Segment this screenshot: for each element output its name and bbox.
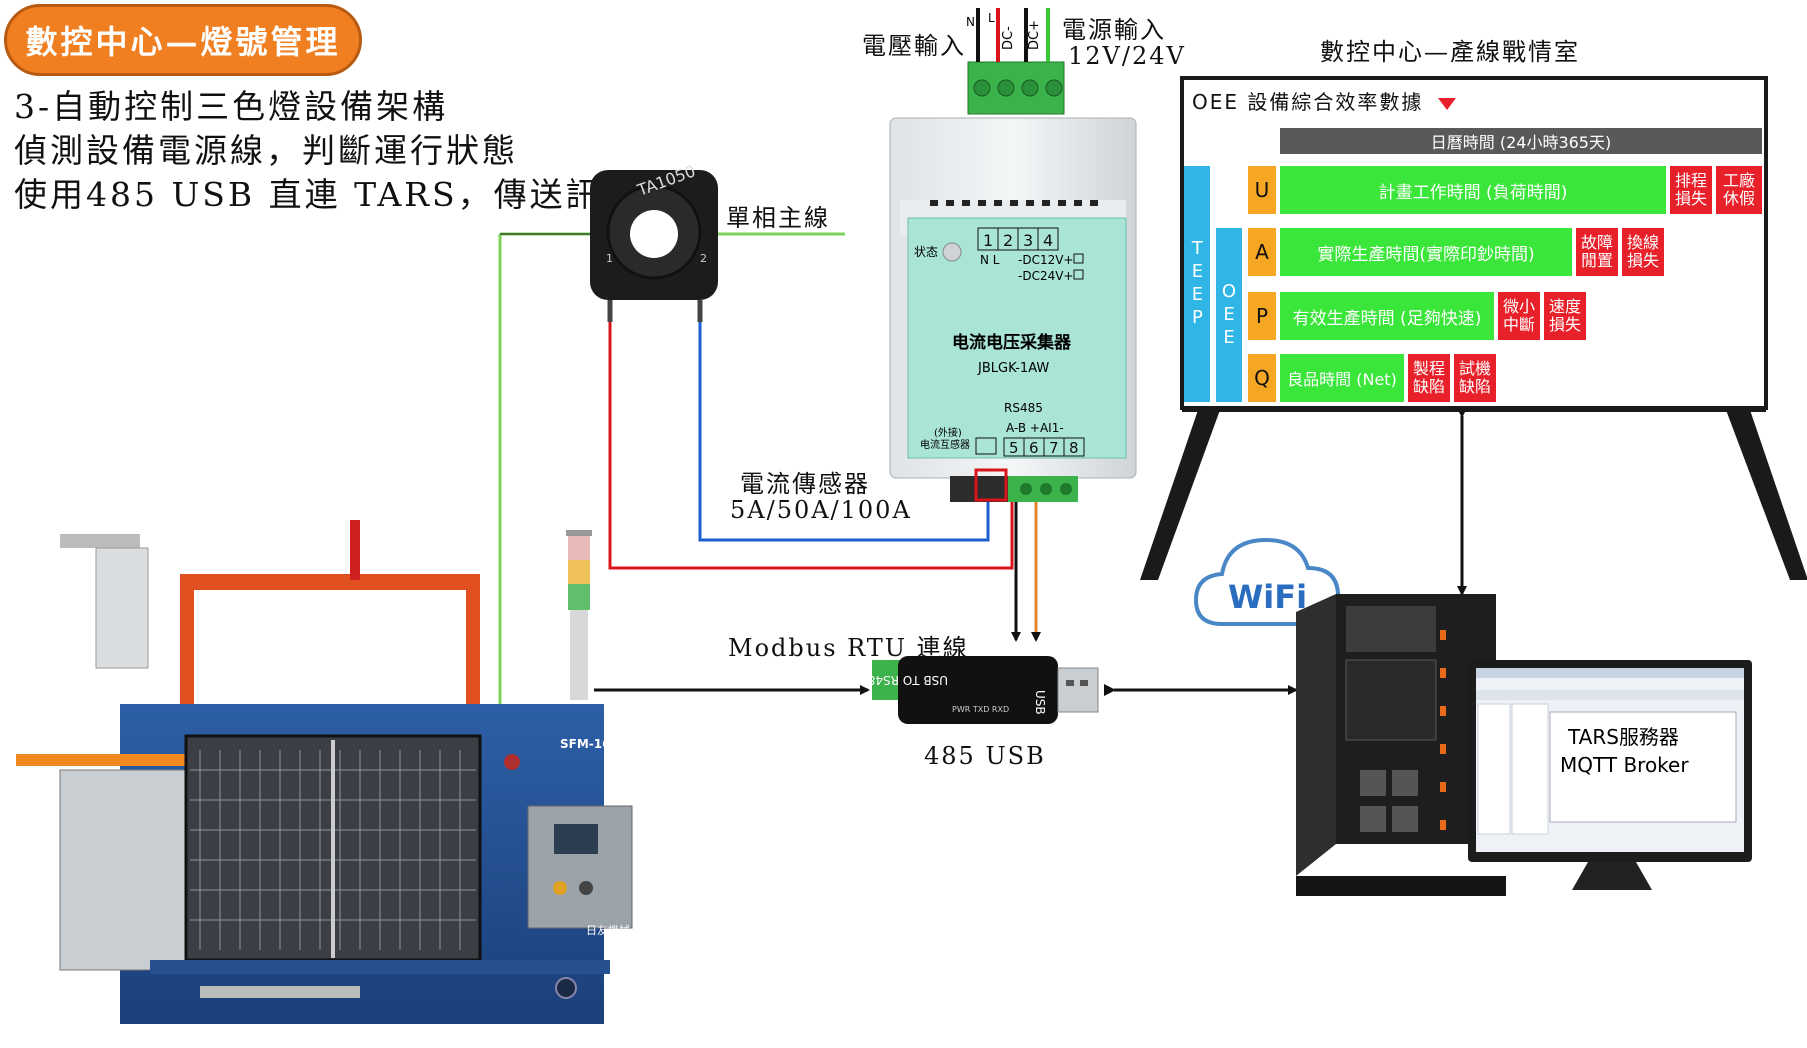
sensor-wire-blue xyxy=(698,322,990,542)
section-badge: 數控中心—燈號管理 xyxy=(4,4,362,76)
power-input-label: 電源輸入 xyxy=(1062,16,1166,44)
row-q-main: 良品時間 (Net) xyxy=(1280,354,1404,402)
server-line-1: TARS服務器 xyxy=(1567,725,1679,749)
usb485-label: 485 USB xyxy=(924,742,1046,770)
terminal-5: 5 xyxy=(1009,439,1019,457)
monitor: TARS服務器 MQTT Broker xyxy=(1468,660,1752,890)
collector-model: JBLGK-1AW xyxy=(977,361,1049,376)
oee-title: OEE 設備綜合效率數據 xyxy=(1192,86,1456,115)
machine-brand: 日友機械 xyxy=(586,923,630,937)
terminal-2: 2 xyxy=(1003,231,1013,250)
row-letter-p: P xyxy=(1248,292,1276,340)
dongle-text: USB TO RS485 (B) xyxy=(839,673,948,687)
row-u-loss-1: 排程 損失 xyxy=(1670,166,1712,214)
server-line-2: MQTT Broker xyxy=(1560,753,1689,777)
epp-machine: SFM-1650EPP 日友機械 xyxy=(16,520,653,1024)
teep-column: TEEP xyxy=(1184,166,1210,402)
sensor-pin2-text: 2 xyxy=(700,252,707,265)
row-p-loss-2: 速度 損失 xyxy=(1544,292,1586,340)
row-u-main: 計畫工作時間 (負荷時間) xyxy=(1280,166,1666,214)
row-u-loss-2: 工廠 休假 xyxy=(1716,166,1762,214)
collector-name: 电流电压采集器 xyxy=(952,332,1072,353)
dc12-text: -DC12V+ xyxy=(1018,253,1073,267)
wifi-text: WiFi xyxy=(1228,578,1307,616)
calendar-bar: 日曆時間 (24小時365天) xyxy=(1280,128,1762,154)
pin-dcplus: DC+ xyxy=(1027,20,1042,50)
voltage-input-label: 電壓輸入 xyxy=(862,32,966,60)
row-a-loss-2: 換線 損失 xyxy=(1622,228,1664,276)
dc24-text: -DC24V+ xyxy=(1018,269,1073,283)
teep-vertical-text: TEEP xyxy=(1186,238,1208,330)
power-spec-label: 12V/24V xyxy=(1068,42,1186,70)
ext-ct-1: (外接) xyxy=(934,426,962,439)
intro-line-2: 偵測設備電源線，判斷運行狀態 xyxy=(14,131,518,170)
pin-n: N xyxy=(966,15,975,29)
ab-text: A-B +AI1- xyxy=(1006,421,1064,435)
row-p-main: 有效生產時間 (足夠快速) xyxy=(1280,292,1494,340)
terminal-4: 4 xyxy=(1043,231,1053,250)
row-a-loss-1: 故障 閒置 xyxy=(1576,228,1618,276)
oee-vertical-text: OEE xyxy=(1218,280,1240,350)
current-voltage-collector: N L DC- DC+ 1 2 3 4 N L -DC12V+ -DC2 xyxy=(889,8,1137,502)
terminal-1: 1 xyxy=(983,231,993,250)
dropdown-triangle-icon[interactable] xyxy=(1437,97,1456,110)
machine-model: SFM-1650EPP xyxy=(560,737,653,751)
terminal-6: 6 xyxy=(1029,439,1039,457)
signal-tower xyxy=(566,530,592,700)
current-sensor-ring: TA1050 1 2 xyxy=(590,161,718,322)
pin-l: L xyxy=(988,11,995,25)
status-text: 状态 xyxy=(914,245,938,259)
oee-panel: OEE 設備綜合效率數據 日曆時間 (24小時365天) TEEP OEE U … xyxy=(1184,80,1764,406)
row-letter-u: U xyxy=(1248,166,1276,214)
oee-title-text: OEE 設備綜合效率數據 xyxy=(1192,90,1424,114)
nl-text: N L xyxy=(980,253,1000,267)
ext-ct-2: 电流互感器 xyxy=(920,438,970,451)
dongle-usb-text: USB xyxy=(1033,690,1047,715)
pin-dcminus: DC- xyxy=(1001,26,1016,50)
row-a-main: 實際生產時間(實際印鈔時間) xyxy=(1280,228,1572,276)
row-letter-q: Q xyxy=(1248,354,1276,402)
current-spec-label: 5A/50A/100A xyxy=(730,496,912,524)
terminal-7: 7 xyxy=(1049,439,1059,457)
row-q-loss-2: 試機 缺陷 xyxy=(1454,354,1496,402)
rs485-text: RS485 xyxy=(1004,401,1043,415)
terminal-8: 8 xyxy=(1069,439,1079,457)
terminal-3: 3 xyxy=(1023,231,1033,250)
row-q-loss-1: 製程 缺陷 xyxy=(1408,354,1450,402)
current-sensor-label: 電流傳感器 xyxy=(740,470,870,498)
intro-line-1: 3-自動控制三色燈設備架構 xyxy=(14,87,449,126)
intro-line-3: 使用485 USB 直連 TARS，傳送訊息 xyxy=(14,175,638,214)
sensor-pin1-text: 1 xyxy=(606,252,613,265)
dongle-leds: PWR TXD RXD xyxy=(952,705,1009,714)
usb-rs485-dongle: USB TO RS485 (B) USB PWR TXD RXD xyxy=(839,656,1099,724)
sensor-wire-red xyxy=(608,322,1014,570)
row-letter-a: A xyxy=(1248,228,1276,276)
row-p-loss-1: 微小 中斷 xyxy=(1498,292,1540,340)
war-room-label: 數控中心—產線戰情室 xyxy=(1320,38,1580,66)
oee-column: OEE xyxy=(1216,228,1242,402)
single-phase-label: 單相主線 xyxy=(726,204,830,232)
